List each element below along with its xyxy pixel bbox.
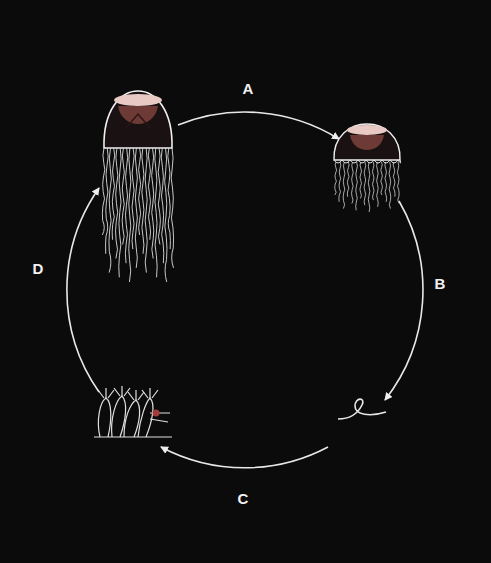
- tentacle: [352, 162, 354, 204]
- tentacle: [112, 148, 115, 240]
- tentacle: [145, 148, 147, 273]
- tentacle: [139, 148, 141, 235]
- tentacle: [368, 162, 370, 212]
- tentacle: [155, 148, 157, 277]
- tentacle: [389, 162, 391, 209]
- tentacle: [381, 162, 383, 195]
- tentacle: [135, 148, 137, 268]
- tentacle: [152, 148, 154, 259]
- cycle-arrow: [161, 447, 328, 468]
- tentacle: [109, 148, 111, 273]
- tentacle: [393, 162, 395, 197]
- adult-medusa: [102, 91, 173, 282]
- tentacle: [339, 162, 341, 202]
- stage-letter: D: [33, 261, 44, 276]
- tentacle: [165, 148, 167, 282]
- cycle-arrow: [385, 201, 423, 400]
- stage-letter: B: [435, 276, 446, 291]
- tentacle: [148, 148, 150, 240]
- cycle-arrow: [67, 188, 99, 392]
- tentacle: [343, 162, 345, 209]
- polyp-colony: [94, 386, 172, 437]
- cycle-arrows: [67, 112, 423, 468]
- tentacle: [377, 162, 379, 207]
- tentacle: [171, 148, 173, 268]
- stage-letter: A: [243, 81, 254, 96]
- tentacle: [360, 162, 362, 198]
- tentacle: [129, 148, 131, 282]
- tentacle: [142, 148, 144, 254]
- cycle-arrow: [178, 112, 339, 139]
- planula-larva: [338, 399, 386, 419]
- tentacle: [102, 148, 104, 235]
- tentacle: [356, 162, 358, 210]
- tentacle: [335, 162, 337, 195]
- tentacle: [385, 162, 387, 202]
- tentacle: [122, 148, 124, 244]
- tentacle: [158, 148, 160, 244]
- tentacle: [397, 162, 399, 204]
- tentacle: [168, 148, 171, 249]
- tentacle: [125, 148, 127, 263]
- tentacle: [372, 162, 374, 200]
- tentacle: [116, 148, 118, 259]
- tentacle: [106, 148, 109, 254]
- young-medusa: [334, 124, 401, 212]
- stage-letter: C: [238, 491, 249, 506]
- tentacle: [347, 162, 349, 197]
- tentacle: [119, 148, 121, 277]
- tentacle: [161, 148, 163, 263]
- tentacle: [364, 162, 366, 205]
- tentacle: [132, 148, 134, 249]
